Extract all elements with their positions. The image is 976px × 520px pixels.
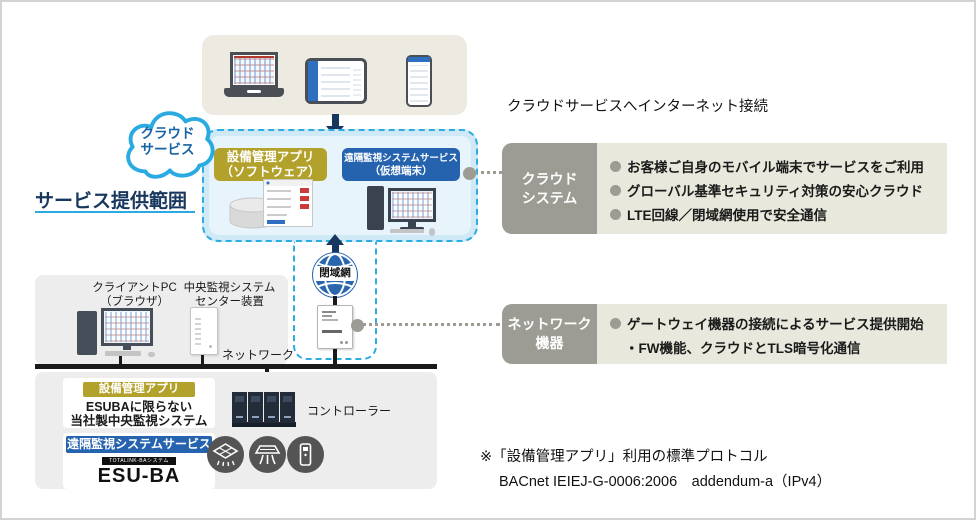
remote-service-card-header: 遠隔監視システムサービス (66, 436, 212, 453)
client-pc-label: クライアントPC （ブラウザ） (77, 281, 192, 309)
facility-app-card-line1: ESUBAに限らない (85, 400, 193, 414)
monitor-base (400, 227, 424, 230)
client-pc-monitor (101, 308, 153, 346)
facility-app-tag-line2: （ソフトウェア） (220, 164, 321, 179)
remote-service-card: 遠隔監視システムサービス TOTALINK-BAシステム ESU-BA (63, 433, 215, 489)
connector-dot (463, 167, 476, 180)
dotted-connector (362, 323, 500, 326)
gateway-device-icon (317, 305, 353, 349)
mouse-icon (429, 228, 435, 236)
remote-monitor-tag: 遠隔監視システムサービス （仮想端末） (342, 148, 460, 181)
laptop-base (224, 88, 284, 97)
esuba-logo-smalltext: TOTALINK-BAシステム (102, 457, 176, 465)
cloud-system-title-line2: システム (521, 189, 578, 206)
server-tower-icon (190, 307, 218, 355)
esuba-logo: ESU-BA (97, 465, 181, 487)
network-device-title-line1: ネットワーク (507, 316, 592, 332)
link-line (119, 356, 122, 365)
network-label: ネットワーク (222, 348, 295, 362)
keyboard-icon (390, 229, 424, 233)
arrow-up-icon (332, 244, 339, 256)
app-window-icon (263, 179, 313, 227)
tablet-icon (305, 58, 367, 104)
desktop-pc-monitor (388, 188, 436, 222)
link-line (333, 349, 337, 365)
cloud-bullet-2: グローバル基準セキュリティ対策の安心クラウド (627, 184, 924, 199)
connector-dot (351, 319, 364, 332)
cloud-icon (126, 111, 215, 179)
central-system-label: 中央監視システム センター装置 (172, 281, 287, 309)
cloud-system-title-line1: クラウド (521, 170, 578, 187)
client-pc-label-line1: クライアントPC (92, 282, 177, 294)
cloud-system-panel: お客様ご自身のモバイル端末でサービスをご利用 グローバル基準セキュリティ対策の安… (597, 143, 947, 234)
arrow-down-icon (332, 114, 339, 127)
bullet-dot (610, 160, 621, 172)
arrow-up-head (326, 234, 344, 245)
dotted-connector (474, 171, 502, 174)
bullet-dot (610, 317, 621, 329)
scope-underline (35, 211, 195, 213)
remote-monitor-tag-line1: 遠隔監視システムサービス (344, 152, 458, 164)
facility-app-tag-line1: 設備管理アプリ (226, 149, 315, 164)
facility-app-card: 設備管理アプリ ESUBAに限らない 当社製中央監視システム (63, 378, 215, 428)
cloud-bullet-1: お客様ご自身のモバイル端末でサービスをご利用 (627, 160, 924, 175)
bullet-dot (610, 184, 621, 196)
smartphone-icon (406, 55, 432, 107)
link-line (333, 296, 337, 307)
footnote-line2: BACnet IEIEJ-G-0006:2006 addendum-a（IPv4… (499, 474, 832, 490)
network-bullet-1: ゲートウェイ機器の接続によるサービス提供開始 (627, 317, 924, 332)
facility-app-tag: 設備管理アプリ （ソフトウェア） (214, 148, 327, 181)
link-line (201, 355, 204, 365)
controller-icon (232, 392, 296, 427)
monitor-stand (408, 222, 416, 227)
closed-network-label: 閉域網 (314, 266, 356, 281)
cloud-badge-line2: サービス (140, 142, 195, 157)
desktop-pc-icon (367, 186, 384, 230)
light-fixture-icon (207, 436, 244, 473)
footnote-line1: ※「設備管理アプリ」利用の標準プロトコル (480, 449, 768, 465)
monitor-stand (123, 346, 131, 350)
network-bus-line (35, 364, 437, 369)
client-pc-icon (77, 311, 97, 355)
controller-label: コントローラー (307, 404, 392, 418)
cloud-system-title: クラウド システム (502, 143, 597, 234)
network-device-title: ネットワーク 機器 (502, 304, 597, 364)
internet-note: クラウドサービスへインターネット接続 (507, 99, 768, 115)
scope-label: サービス提供範囲 (35, 191, 188, 212)
network-device-panel: ゲートウェイ機器の接続によるサービス提供開始 ・FW機能、クラウドとTLS暗号化… (597, 304, 947, 364)
keyboard-icon (105, 351, 141, 356)
central-system-label-line2: センター装置 (195, 296, 264, 308)
network-bullet-2: ・FW機能、クラウドとTLS暗号化通信 (625, 341, 861, 356)
network-device-title-line2: 機器 (535, 335, 564, 351)
hvac-unit-icon (249, 436, 286, 473)
bullet-dot (610, 208, 621, 220)
remote-monitor-tag-line2: （仮想端末） (369, 164, 433, 177)
mouse-icon (148, 352, 155, 357)
cloud-badge-line1: クラウド (140, 126, 195, 141)
facility-app-card-line2: 当社製中央監視システム (70, 414, 208, 428)
central-system-label-line1: 中央監視システム (183, 282, 276, 294)
footnote: ※「設備管理アプリ」利用の標準プロトコル BACnet IEIEJ-G-0006… (480, 445, 831, 491)
cloud-bullet-3: LTE回線／閉域網使用で安全通信 (627, 208, 827, 223)
laptop-icon (230, 52, 278, 88)
kiosk-device-icon (287, 436, 324, 473)
facility-app-card-header: 設備管理アプリ (83, 382, 195, 397)
client-pc-label-line2: （ブラウザ） (100, 296, 169, 308)
cloud-badge-label: クラウド サービス (130, 126, 205, 158)
